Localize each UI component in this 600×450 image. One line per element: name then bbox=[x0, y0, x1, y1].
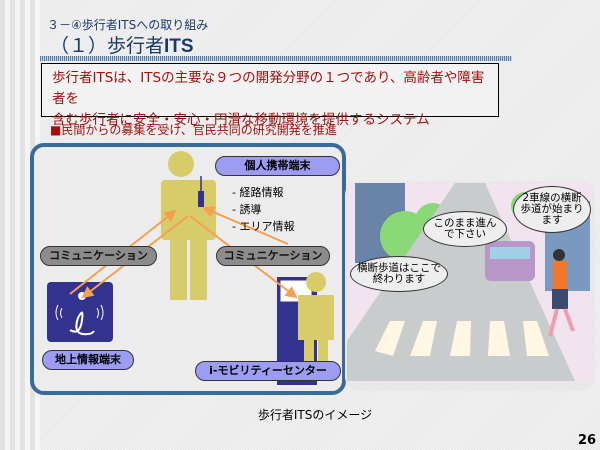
pedestrian-figure bbox=[161, 151, 216, 300]
mobile-phone-icon bbox=[198, 191, 204, 207]
page-title: （１）歩行者ITS bbox=[50, 31, 194, 58]
definition-line-2: 含む歩行者に安全・安心・円滑な移動環境を提供するシステム bbox=[52, 112, 430, 128]
communication-label-right: コミュニケーション bbox=[216, 246, 330, 266]
speech-bubble: 2車線の横断歩道が始まります bbox=[513, 186, 591, 233]
definition-line-1: 歩行者ITSは、ITSの主要な９つの開発分野の１つであり、高齢者や障害者を bbox=[52, 70, 485, 107]
personal-terminal-label: 個人携帯端末 bbox=[215, 156, 340, 176]
pedestrian-its-image: 2車線の横断歩道が始まります このまま進んで下さい 横断歩道はここで終わります bbox=[345, 181, 595, 401]
image-caption: 歩行者ITSのイメージ bbox=[257, 408, 373, 422]
mobility-center-label: i-モビリティーセンター bbox=[195, 361, 341, 381]
info-item: - エリア情報 bbox=[232, 220, 295, 233]
info-item: - 誘導 bbox=[232, 203, 262, 216]
divider bbox=[40, 56, 512, 61]
info-item: - 経路情報 bbox=[232, 186, 284, 199]
section-subtitle: ３－④歩行者ITSへの取り組み bbox=[47, 18, 209, 32]
title-prefix: （１）歩行者 bbox=[50, 35, 165, 57]
operator-figure bbox=[298, 272, 334, 380]
bullet-point: ■民間からの募集を受け、官民共同の研究開発を推進 bbox=[50, 123, 337, 137]
definition-box: 歩行者ITSは、ITSの主要な９つの開発分野の１つであり、高齢者や障害者を 含む… bbox=[41, 63, 499, 128]
communication-label-left: コミュニケーション bbox=[40, 246, 157, 266]
title-bold: ITS bbox=[164, 36, 194, 57]
page-number: 26 bbox=[578, 433, 597, 448]
ground-terminal-label: 地上情報端末 bbox=[42, 350, 134, 370]
speech-bubble: 横断歩道はここで終わります bbox=[350, 256, 448, 292]
speech-bubble: このまま進んで下さい bbox=[423, 211, 507, 247]
info-list: - 経路情報 - 誘導 - エリア情報 bbox=[232, 184, 294, 235]
ground-terminal-icon bbox=[47, 282, 113, 342]
